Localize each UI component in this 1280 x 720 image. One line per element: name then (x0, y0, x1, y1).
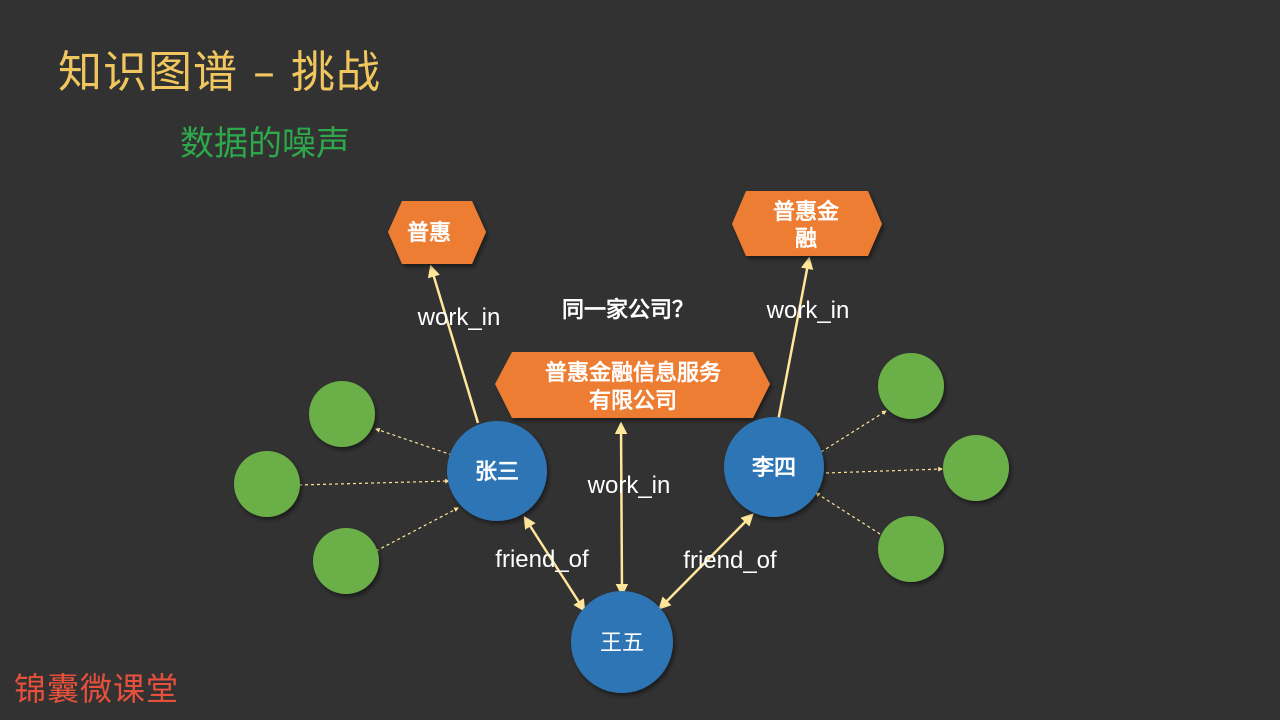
question-annotation: 同一家公司？ (562, 297, 694, 323)
edge-zhangsan-leaf-1 (375, 427, 453, 456)
edge-lisi-wangwu (658, 513, 754, 610)
leaf-node (313, 528, 379, 594)
company-node-puhui-label: 普惠 (407, 220, 451, 246)
company-node-puhui-jinrong-label-line-2: 融 (795, 227, 817, 252)
company-node-puhui (388, 201, 486, 264)
person-node-lisi (724, 417, 824, 517)
edge-label-zhangsan-wangwu: friend_of (495, 546, 589, 573)
edge-label-lisi-wangwu: friend_of (683, 547, 777, 574)
edge-label-wangwu-puhui-full: work_in (587, 472, 671, 499)
company-node-puhui-full-label-line-1: 普惠金融信息服务 (545, 360, 722, 386)
edge-leaf-2-zhangsan (298, 478, 450, 486)
person-node-zhangsan-label: 张三 (475, 460, 519, 485)
edge-leaf-3-zhangsan (375, 507, 459, 552)
edge-lisi-puhui-jinrong (776, 256, 814, 422)
edge-label-lisi-puhui-jinrong: work_in (766, 297, 850, 324)
edge-label-zhangsan-puhui: work_in (417, 304, 501, 331)
leaf-node (878, 516, 944, 582)
person-node-zhangsan (447, 421, 547, 521)
edge-zhangsan-puhui (427, 264, 480, 424)
leaf-node (309, 381, 375, 447)
person-node-lisi-label: 李四 (751, 456, 796, 481)
leaf-node (234, 451, 300, 517)
brand-logo: 锦囊微课堂 (14, 670, 180, 708)
slide-title: 知识图谱 – 挑战 (58, 47, 381, 98)
edge-wangwu-puhui-full (614, 421, 629, 597)
edge-lisi-leaf-4 (820, 410, 887, 453)
edge-zhangsan-wangwu (523, 515, 586, 613)
leaf-node (943, 435, 1009, 501)
person-node-wangwu (571, 591, 673, 693)
company-node-puhui-full-label-line-2: 有限公司 (589, 388, 677, 414)
person-node-wangwu-label: 王五 (600, 631, 644, 656)
edge-leaf-6-lisi (815, 492, 881, 535)
slide-subtitle: 数据的噪声 (180, 124, 350, 164)
leaf-node (878, 353, 944, 419)
company-node-puhui-jinrong (732, 191, 882, 256)
company-node-puhui-full (495, 352, 770, 418)
company-node-puhui-jinrong-label-line-1: 普惠金 (773, 199, 840, 225)
edge-lisi-leaf-5 (825, 466, 943, 474)
